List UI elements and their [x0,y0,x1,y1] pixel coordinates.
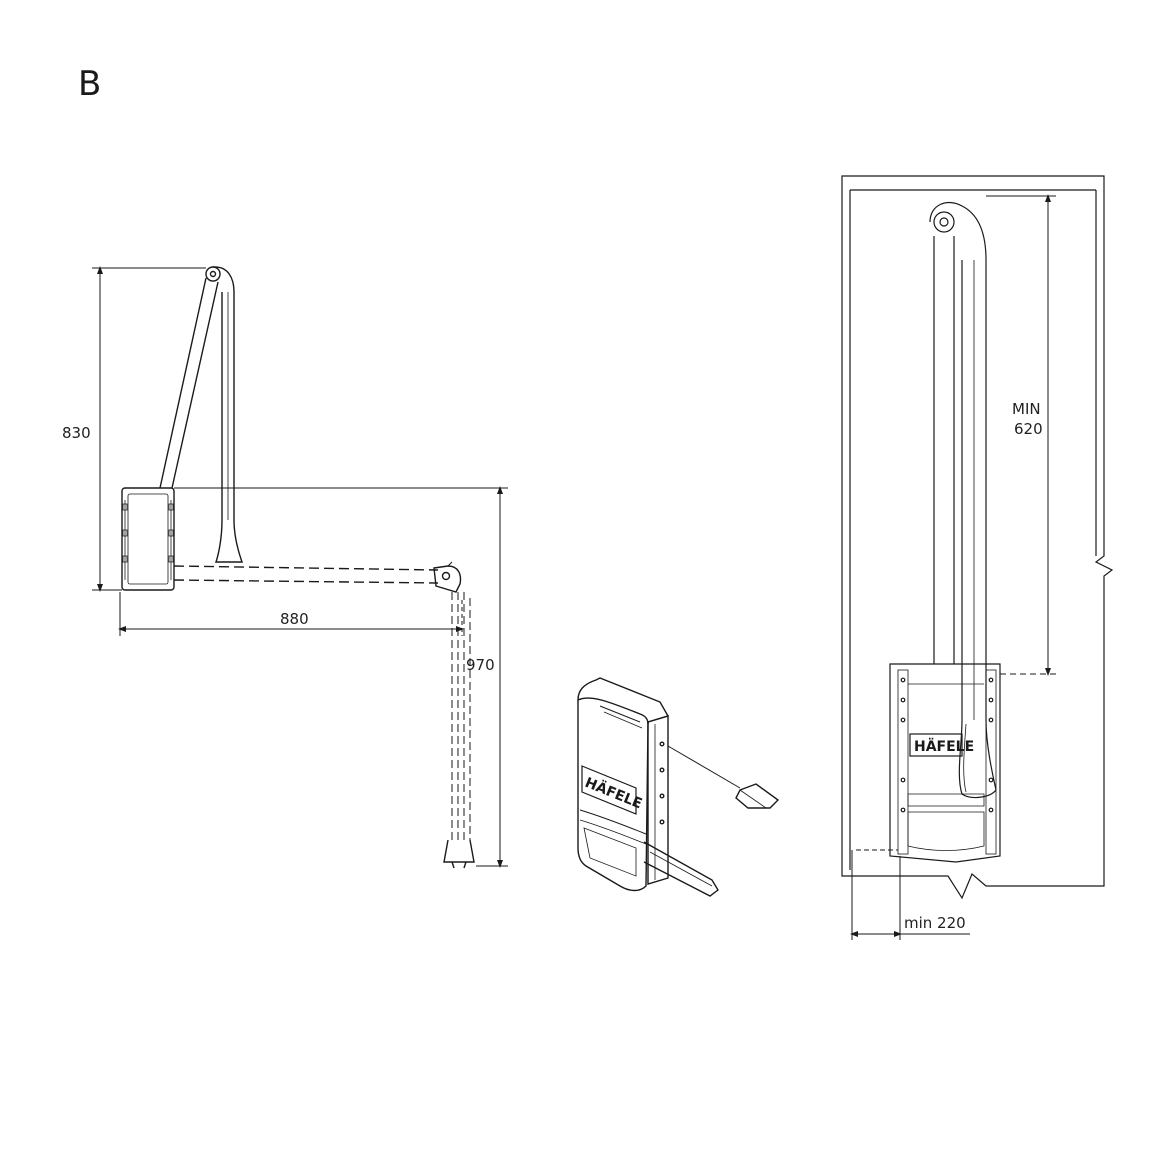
rod-handle [443,839,475,869]
side-view [92,266,508,869]
label-min-220: min 220 [904,914,966,932]
cabinet-outline [841,175,1114,900]
logo-iso: HÄFELE [583,774,645,812]
isometric-detail [577,677,780,897]
dimension-min-620 [986,194,1056,676]
front-housing [889,663,1001,863]
mounting-box [121,487,175,591]
upper-arm [159,266,243,563]
label-880: 880 [280,610,309,628]
dimension-830 [92,266,206,592]
logo-front: HÄFELE [914,738,974,755]
dimension-880 [118,592,464,636]
label-830: 830 [62,424,91,442]
label-970: 970 [466,656,495,674]
label-min: MIN [1012,400,1041,418]
figure-label: B [78,64,102,104]
front-view [841,175,1114,940]
dimension-970 [174,486,508,868]
dimension-min-220 [850,849,970,940]
hanging-rod [451,592,471,840]
mechanism-column [929,201,997,799]
lower-arm [173,561,462,593]
label-620: 620 [1014,420,1043,438]
